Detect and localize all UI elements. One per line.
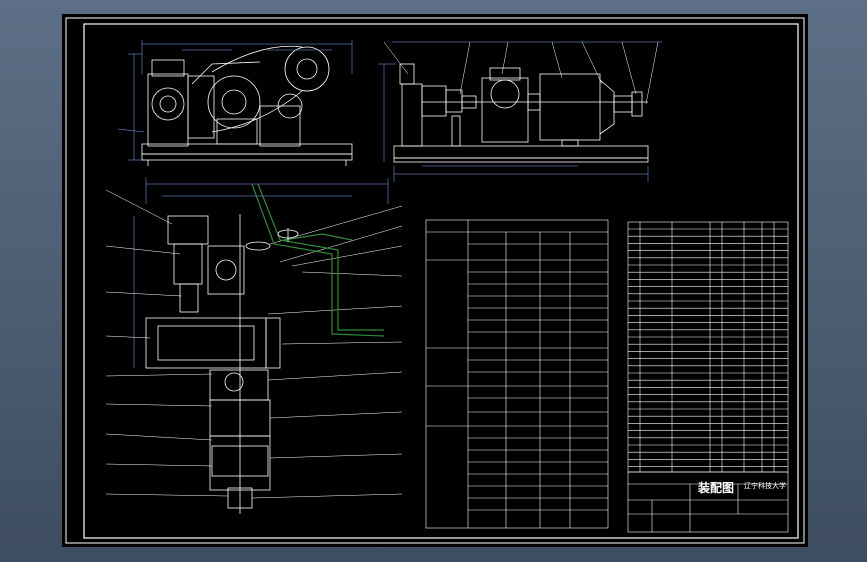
drawing-frame: 装配图 辽宁科技大学 [62, 14, 808, 547]
inner-border [83, 23, 799, 539]
assembly-drawing: 装配图 辽宁科技大学 [65, 17, 805, 544]
drawing-name: 装配图 [697, 480, 734, 495]
plan-view-leaders [105, 189, 403, 499]
side-view-leaders [383, 41, 659, 105]
front-view-dimensions [117, 40, 353, 161]
rope-drum [245, 228, 299, 251]
parts-list [627, 221, 789, 473]
side-view [393, 63, 649, 163]
plan-view-dimensions [133, 178, 389, 368]
parameter-table-rows [426, 243, 608, 511]
parameter-table [425, 219, 609, 529]
school-name: 辽宁科技大学 [744, 481, 786, 490]
title-block [627, 471, 789, 533]
plan-view [145, 214, 281, 514]
outer-border [65, 17, 805, 544]
green-housing [251, 183, 385, 337]
front-view [141, 45, 353, 166]
parts-list-rows [628, 228, 788, 467]
side-view-dimensions [378, 41, 662, 182]
